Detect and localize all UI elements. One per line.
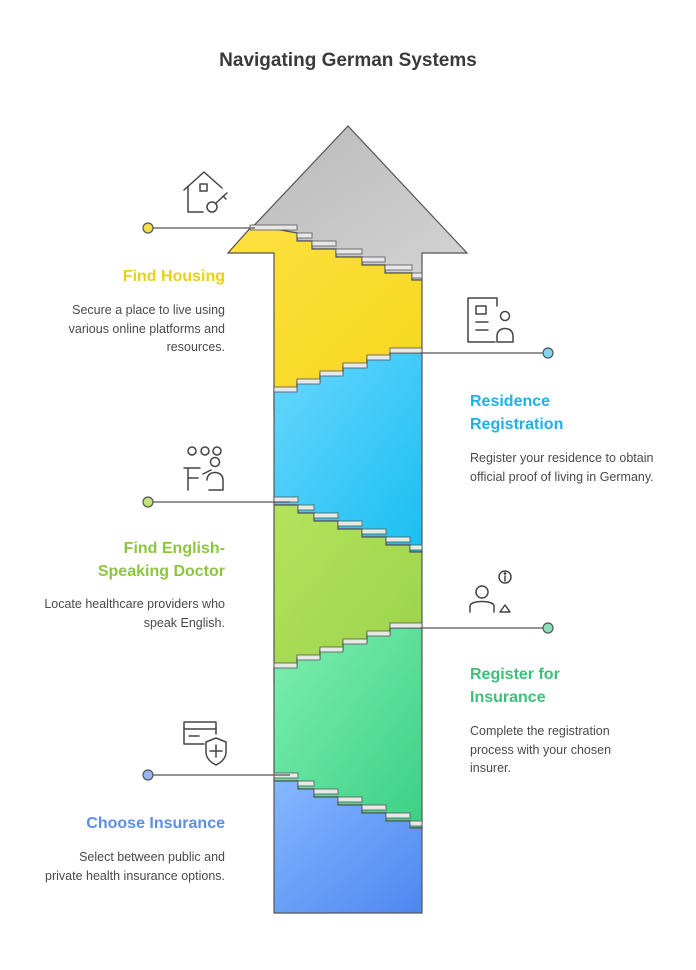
step-title-doctor: Find English-Speaking Doctor xyxy=(97,540,225,580)
step-desc-doctor: Locate healthcare providers who speak En… xyxy=(44,597,225,630)
step-title-register: Register for Insurance xyxy=(470,666,560,706)
person-info-icon xyxy=(469,570,512,613)
step-title-housing: Find Housing xyxy=(122,268,225,285)
step-risers xyxy=(249,224,423,827)
doctor-patients-icon xyxy=(183,446,224,491)
insurance-card-icon xyxy=(183,721,227,766)
step-title-residence: Residence Registration xyxy=(470,393,564,433)
choose-section xyxy=(273,780,423,914)
diagram-title: Navigating German Systems xyxy=(219,50,477,71)
residence-dot xyxy=(542,347,554,359)
step-desc-choose: Select between public and private health… xyxy=(45,850,225,883)
register-dot xyxy=(542,622,554,634)
step-desc-housing: Secure a place to live using various onl… xyxy=(68,303,225,354)
step-title-choose: Choose Insurance xyxy=(86,815,225,832)
step-desc-residence: Register your residence to obtain offici… xyxy=(470,451,654,484)
house-key-icon xyxy=(183,171,228,213)
housing-dot xyxy=(142,222,154,234)
choose-dot xyxy=(142,769,154,781)
id-card-person-icon xyxy=(467,297,514,343)
doctor-dot xyxy=(142,496,154,508)
step-desc-register: Complete the registration process with y… xyxy=(470,724,612,775)
